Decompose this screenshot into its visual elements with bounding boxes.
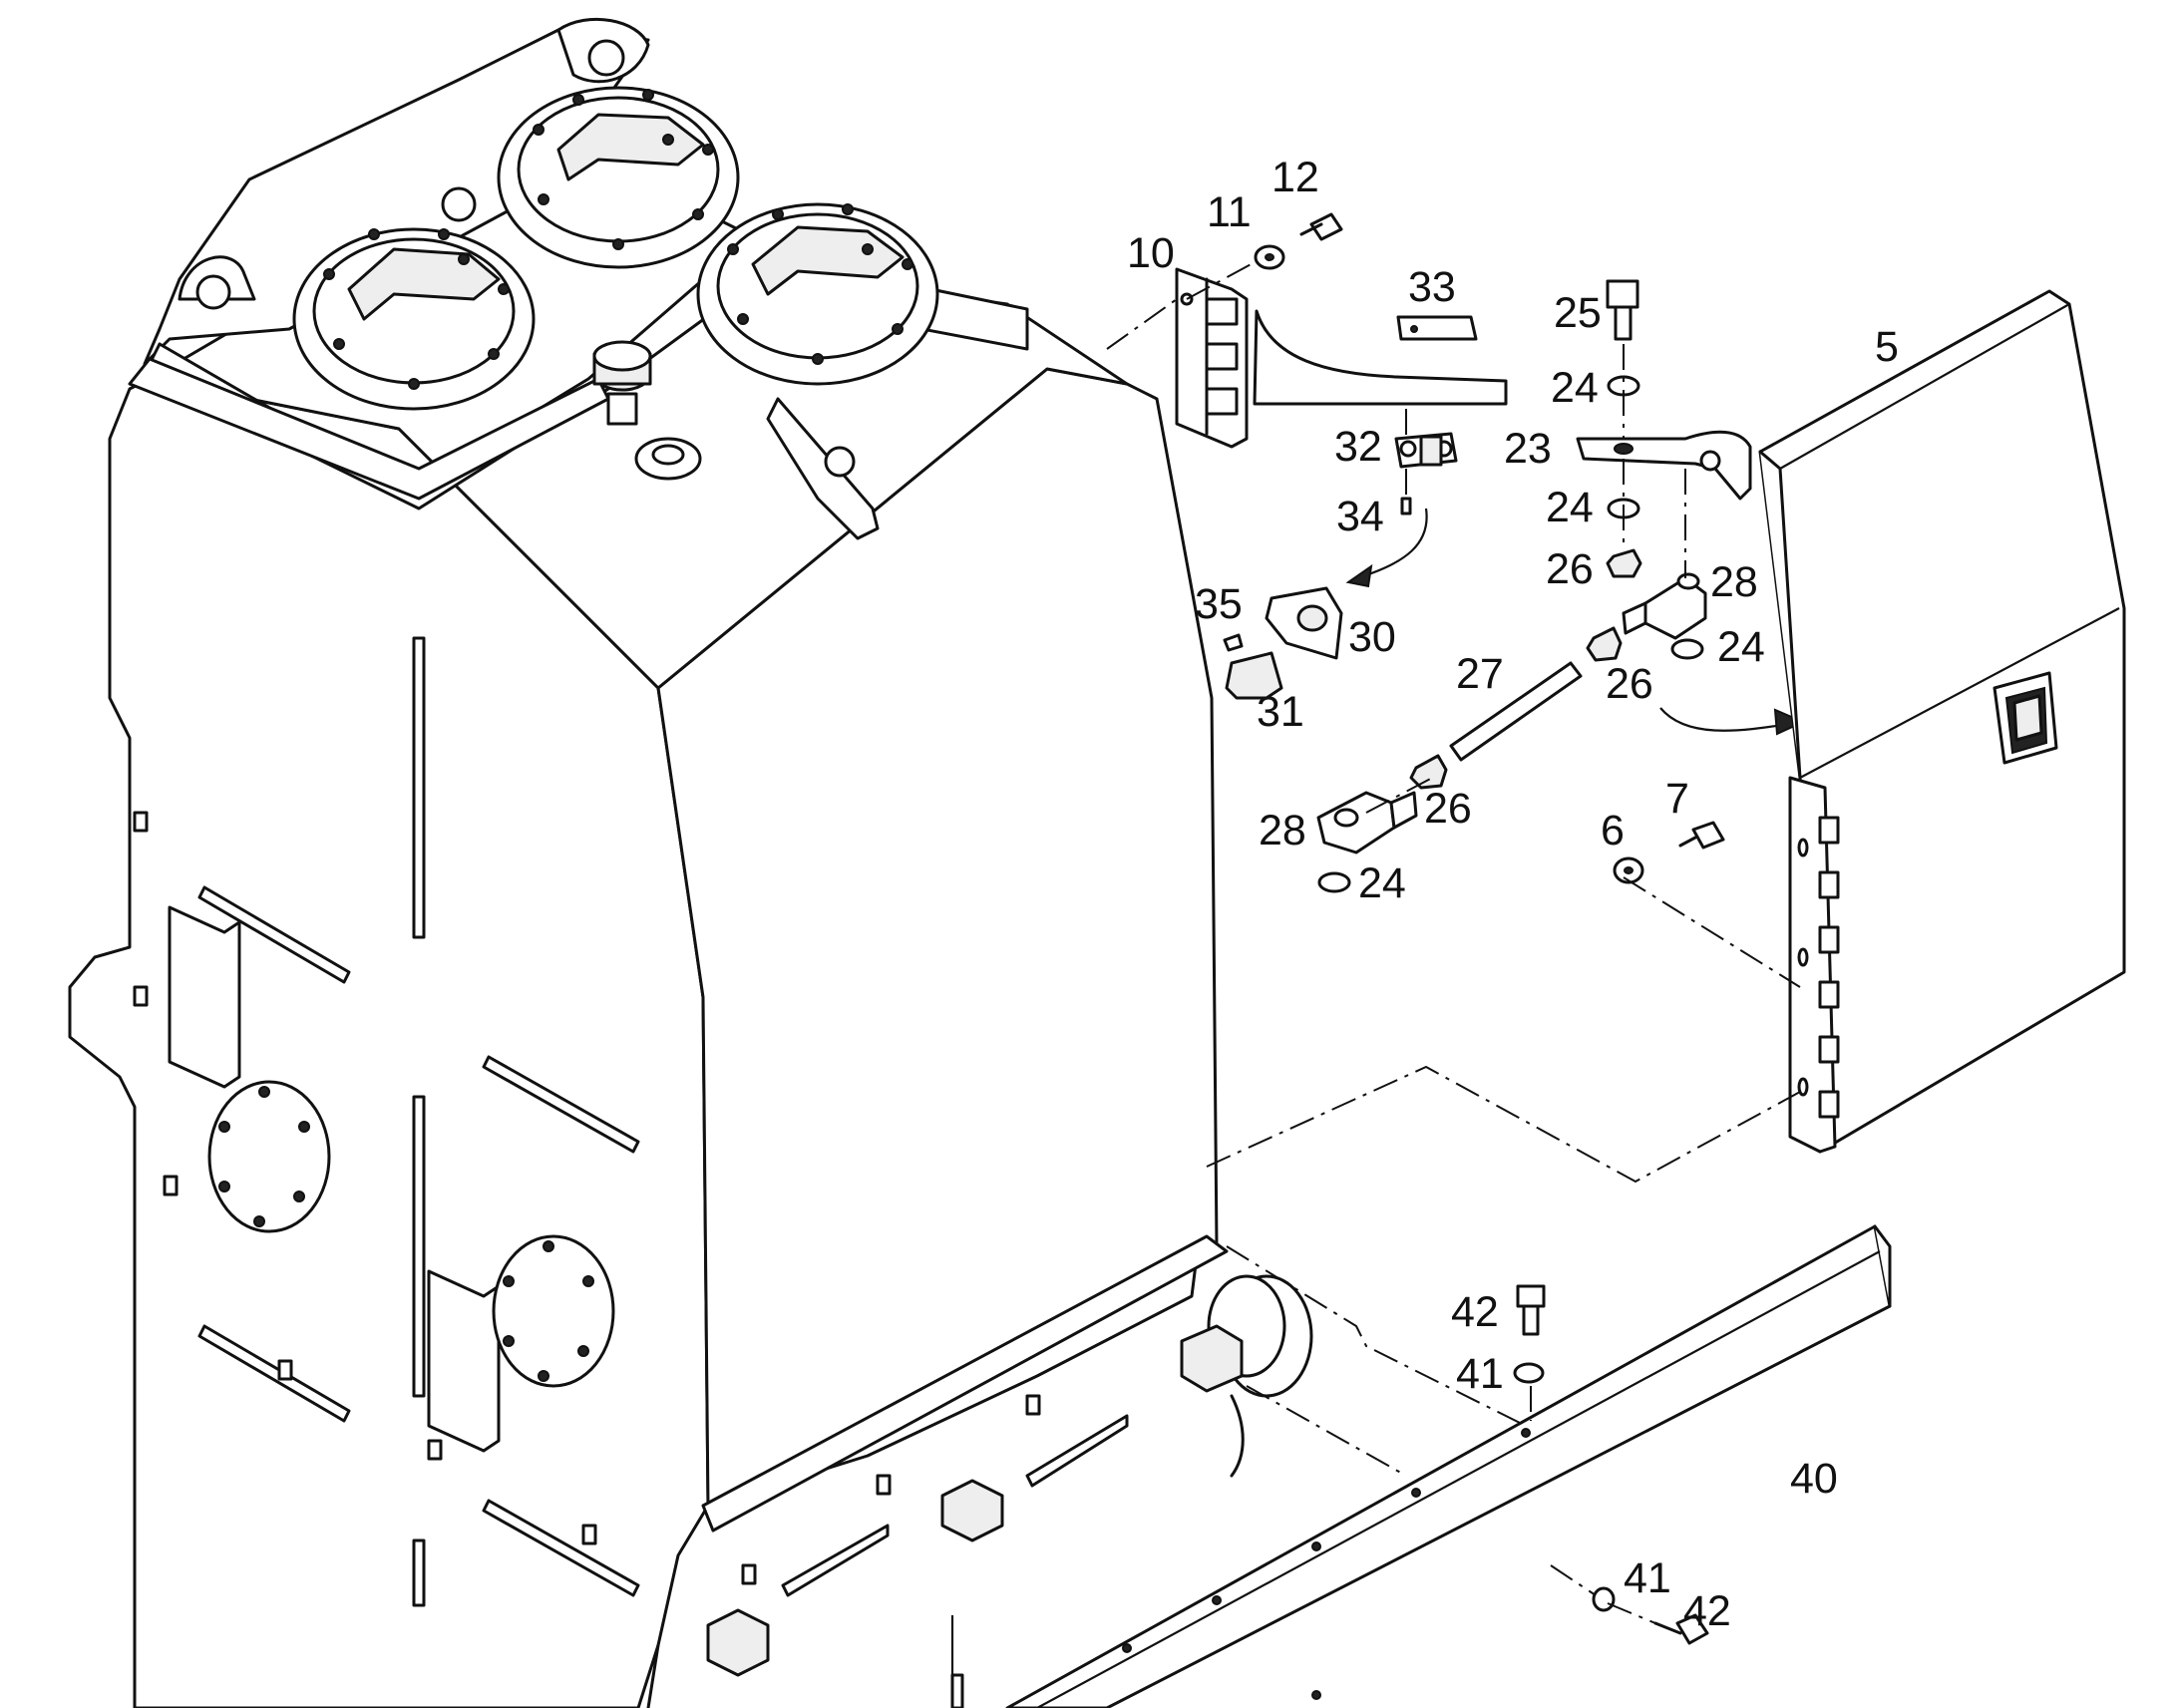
callout-24-b: 24	[1546, 484, 1594, 531]
bolt-25	[1606, 279, 1639, 341]
callout-32: 32	[1334, 423, 1382, 471]
bolt-12	[1299, 212, 1343, 241]
callout-28-b: 28	[1259, 807, 1306, 854]
callout-5: 5	[1875, 323, 1899, 371]
washer-24-c	[1670, 638, 1704, 660]
screw-34	[1400, 497, 1412, 515]
callout-41-a: 41	[1456, 1350, 1504, 1398]
bottom-rail-40	[1005, 1224, 1892, 1708]
bolt-7	[1678, 821, 1725, 850]
clevis-28-a	[1622, 572, 1707, 640]
bolt-42-b	[1653, 1613, 1709, 1645]
washer-24-d	[1317, 871, 1351, 893]
tank-body	[68, 17, 1313, 1708]
callout-28-a: 28	[1710, 558, 1758, 606]
latch-32	[1394, 432, 1458, 469]
arrow-32-30	[1355, 508, 1428, 580]
screw-35	[1223, 633, 1244, 652]
door-panel-5	[1758, 289, 2126, 1154]
callout-7: 7	[1665, 775, 1689, 823]
hinge-bracket-10	[1175, 267, 1508, 449]
callout-41-b: 41	[1624, 1554, 1671, 1602]
callout-42-a: 42	[1451, 1288, 1499, 1336]
callout-6: 6	[1601, 807, 1625, 854]
callout-10: 10	[1127, 229, 1175, 277]
callout-30: 30	[1348, 613, 1396, 661]
lever-23	[1576, 430, 1752, 501]
rod-27	[1449, 661, 1583, 762]
callout-24-c: 24	[1717, 623, 1765, 671]
washer-41-a	[1513, 1362, 1545, 1384]
arrow-to-door	[1659, 707, 1796, 732]
bolt-42-a	[1516, 1284, 1546, 1336]
callout-23: 23	[1504, 425, 1552, 473]
block-31	[1225, 651, 1283, 700]
callout-24-a: 24	[1551, 364, 1599, 412]
callout-31: 31	[1257, 688, 1304, 736]
callout-35: 35	[1195, 580, 1243, 628]
callout-27: 27	[1456, 650, 1504, 698]
washer-41-b	[1592, 1586, 1616, 1612]
manhole-cover-2	[497, 86, 740, 269]
callout-26-c: 26	[1424, 785, 1472, 833]
filler-cap	[592, 340, 702, 481]
nut-26-b	[1586, 626, 1623, 662]
washer-11	[1254, 244, 1285, 270]
callout-42-b: 42	[1683, 1587, 1731, 1635]
callout-labels: 12 11 10 33 25 5 24 32 23 34 24 26 28 35…	[1127, 154, 1899, 1635]
callout-26-b: 26	[1606, 660, 1653, 708]
callout-40: 40	[1790, 1455, 1838, 1503]
manhole-cover-1	[292, 227, 536, 411]
manhole-cover-3	[696, 202, 939, 386]
nut-26-c	[1409, 754, 1448, 790]
assembly-lines	[1106, 260, 1801, 1624]
callout-26-a: 26	[1546, 545, 1594, 593]
clevis-28-b	[1316, 791, 1418, 854]
nut-26-a	[1606, 548, 1642, 578]
plate-33	[1396, 315, 1478, 341]
callout-25: 25	[1554, 289, 1602, 337]
callout-24-d: 24	[1358, 859, 1406, 907]
callout-12: 12	[1272, 154, 1319, 201]
callout-11: 11	[1207, 188, 1252, 236]
keeper-30	[1265, 586, 1343, 660]
callout-34: 34	[1336, 493, 1384, 540]
callout-33: 33	[1408, 263, 1456, 311]
